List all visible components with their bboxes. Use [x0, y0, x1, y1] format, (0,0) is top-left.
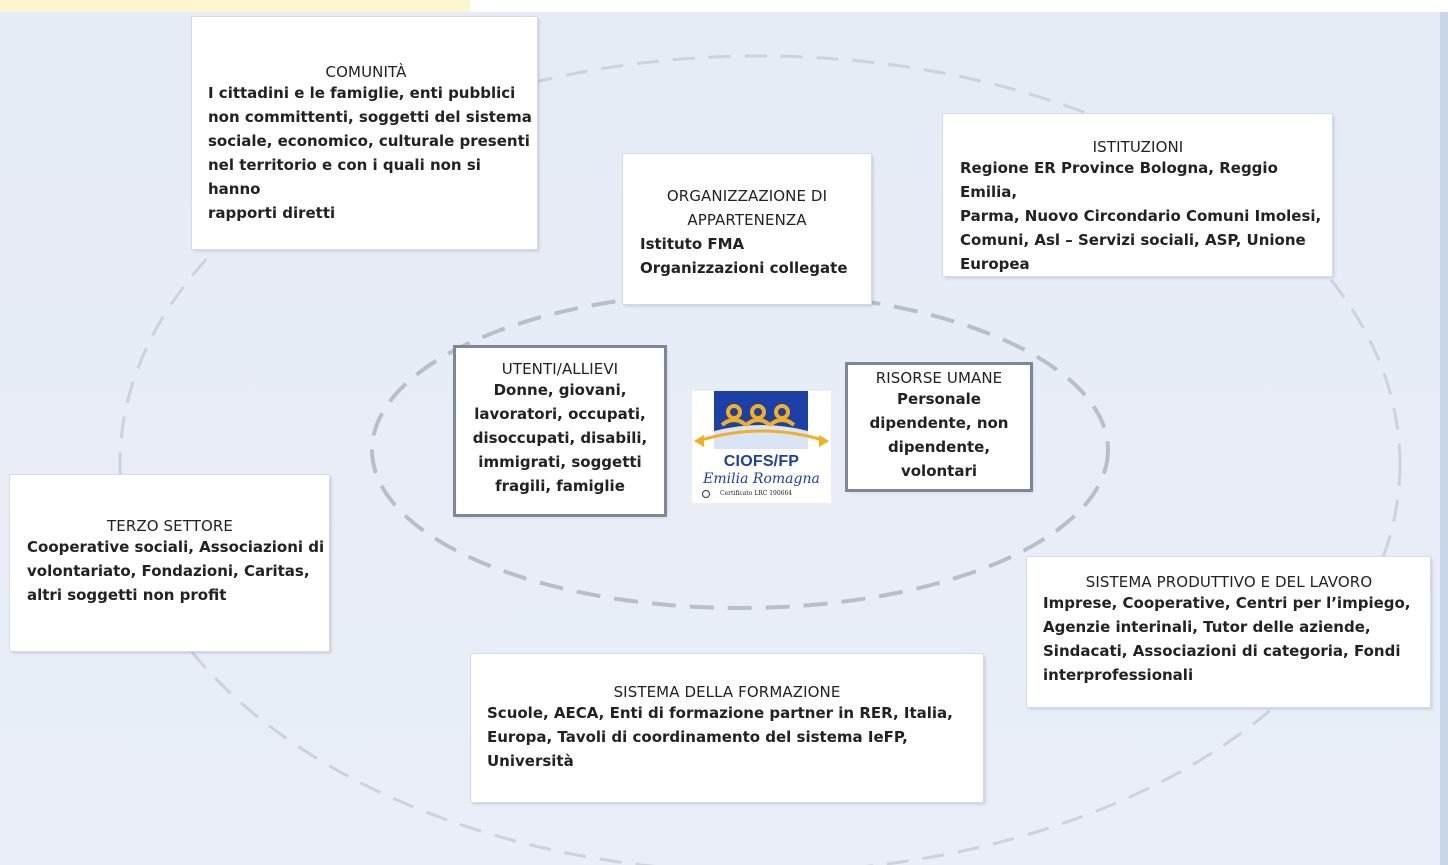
sistema-produttivo-body: Imprese, Cooperative, Centri per l’impie…	[1043, 591, 1430, 687]
istituzioni-line: Comuni, Asl – Servizi sociali, ASP, Unio…	[960, 231, 1306, 249]
logo-certificate-text: Certificato LRC 190664	[720, 490, 793, 497]
logo-region: Emilia Romagna	[703, 471, 820, 487]
logo-figures	[720, 404, 796, 427]
utenti-body: Donne, giovani, lavoratori, occupati, di…	[456, 378, 664, 498]
risorse-box: RISORSE UMANE Personale dipendente, non …	[848, 365, 1030, 489]
organizzazione-line: Organizzazioni collegate	[640, 259, 848, 277]
terzo-settore-line: volontariato, Fondazioni, Caritas,	[27, 562, 310, 580]
comunita-title: COMUNITÀ	[325, 63, 407, 81]
right-edge-bar	[1440, 12, 1448, 865]
sistema-produttivo-title: SISTEMA PRODUTTIVO E DEL LAVORO	[1085, 573, 1373, 591]
utenti-box: UTENTI/ALLIEVI Donne, giovani, lavorator…	[456, 348, 664, 514]
utenti-line: lavoratori, occupati,	[474, 405, 646, 423]
utenti-line: Donne, giovani,	[493, 381, 627, 399]
logo-arc	[697, 429, 827, 443]
risorse-line: Personale	[897, 390, 981, 408]
risorse-line: dipendente,	[887, 438, 991, 456]
top-strip	[0, 0, 470, 12]
risorse-body: Personale dipendente, non dipendente, vo…	[848, 387, 1030, 483]
logo-name: CIOFS/FP	[723, 453, 800, 470]
risorse-line: volontari	[900, 462, 978, 480]
logo-certificate: Certificato LRC 190664	[702, 490, 827, 497]
organizzazione-title-line: APPARTENENZA	[687, 211, 807, 229]
sistema-formazione-line: Scuole, AECA, Enti di formazione partner…	[487, 704, 953, 722]
top-strip-right	[470, 0, 1448, 12]
cert-mark	[702, 490, 710, 498]
logo-arrow-right	[819, 435, 829, 447]
sistema-formazione-line: Università	[487, 752, 574, 770]
sistema-produttivo-box: SISTEMA PRODUTTIVO E DEL LAVORO Imprese,…	[1027, 557, 1430, 707]
utenti-line: immigrati, soggetti	[478, 453, 642, 471]
terzo-settore-body: Cooperative sociali, Associazioni di vol…	[27, 535, 329, 607]
istituzioni-line: Regione ER Province Bologna, Reggio Emil…	[960, 159, 1278, 201]
sistema-produttivo-line: Sindacati, Associazioni di categoria, Fo…	[1043, 642, 1401, 660]
sistema-produttivo-line: Imprese, Cooperative, Centri per l’impie…	[1043, 594, 1411, 612]
sistema-formazione-body: Scuole, AECA, Enti di formazione partner…	[487, 701, 983, 773]
organizzazione-title: ORGANIZZAZIONE DI APPARTENENZA	[640, 184, 854, 232]
istituzioni-body: Regione ER Province Bologna, Reggio Emil…	[960, 156, 1332, 276]
utenti-line: disoccupati, disabili,	[472, 429, 648, 447]
comunita-line: I cittadini e le famiglie, enti pubblici	[208, 84, 516, 102]
terzo-settore-title: TERZO SETTORE	[107, 517, 233, 535]
istituzioni-box: ISTITUZIONI Regione ER Province Bologna,…	[943, 114, 1332, 276]
organizzazione-body: Istituto FMA Organizzazioni collegate	[640, 232, 871, 280]
logo-light-band	[714, 425, 808, 449]
inner-dashed-ring	[370, 290, 1110, 610]
comunita-line: rapporti diretti	[208, 204, 336, 222]
sistema-formazione-title: SISTEMA DELLA FORMAZIONE	[613, 683, 841, 701]
risorse-line: dipendente, non	[869, 414, 1009, 432]
utenti-line: fragili, famiglie	[495, 477, 625, 495]
terzo-settore-line: Cooperative sociali, Associazioni di	[27, 538, 325, 556]
risorse-title: RISORSE UMANE	[875, 369, 1003, 387]
outer-dashed-ring	[118, 54, 1402, 865]
organizzazione-title-line: ORGANIZZAZIONE DI	[666, 187, 828, 205]
sistema-produttivo-line: interprofessionali	[1043, 666, 1194, 684]
comunita-body: I cittadini e le famiglie, enti pubblici…	[208, 81, 537, 225]
comunita-line: non committenti, soggetti del sistema	[208, 108, 532, 126]
logo-arrow-left	[694, 435, 704, 447]
sistema-formazione-line: Europa, Tavoli di coordinamento del sist…	[487, 728, 908, 746]
sistema-formazione-box: SISTEMA DELLA FORMAZIONE Scuole, AECA, E…	[471, 654, 983, 802]
istituzioni-line: Europea	[960, 255, 1030, 273]
rings-layer	[118, 54, 1402, 865]
terzo-settore-line: altri soggetti non profit	[27, 586, 227, 604]
organizzazione-box: ORGANIZZAZIONE DI APPARTENENZA Istituto …	[623, 154, 871, 304]
comunita-box: COMUNITÀ I cittadini e le famiglie, enti…	[192, 17, 537, 249]
istituzioni-title: ISTITUZIONI	[1092, 138, 1184, 156]
utenti-title: UTENTI/ALLIEVI	[501, 360, 619, 378]
organizzazione-line: Istituto FMA	[640, 235, 745, 253]
comunita-line: nel territorio e con i quali non si hann…	[208, 156, 481, 198]
ciofs-logo: CIOFS/FP Emilia Romagna Certificato LRC …	[692, 391, 831, 503]
logo-graphic	[694, 391, 829, 498]
sistema-produttivo-line: Agenzie interinali, Tutor delle aziende,	[1043, 618, 1371, 636]
istituzioni-line: Parma, Nuovo Circondario Comuni Imolesi,	[960, 207, 1322, 225]
comunita-line: sociale, economico, culturale presenti	[208, 132, 530, 150]
terzo-settore-box: TERZO SETTORE Cooperative sociali, Assoc…	[10, 475, 329, 651]
